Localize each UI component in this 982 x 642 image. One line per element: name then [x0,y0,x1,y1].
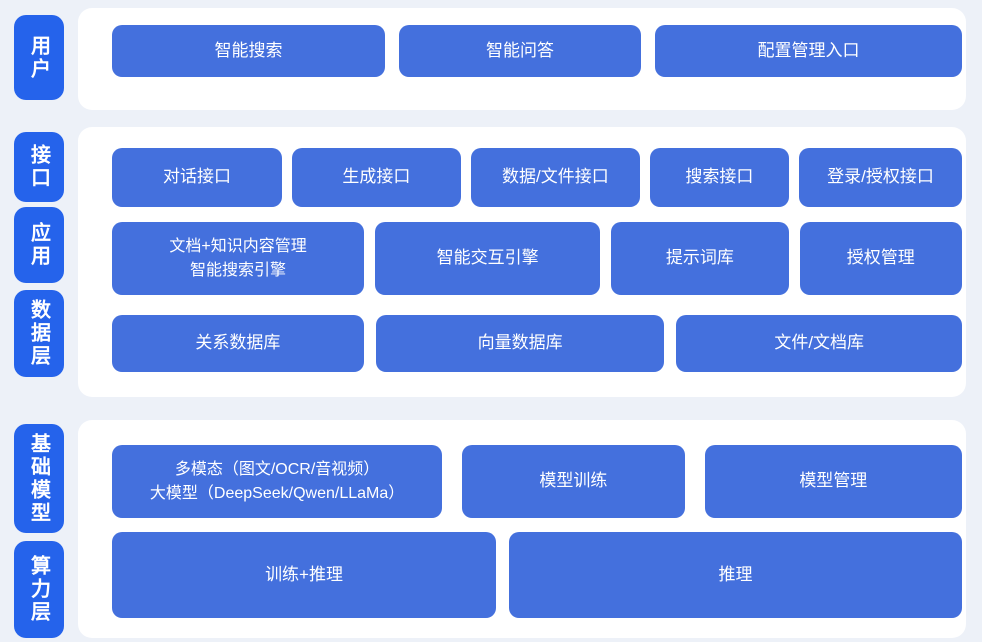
panel-bottom-layers: 多模态（图文/OCR/音视频） 大模型（DeepSeek/Qwen/LLaMa）… [78,420,966,638]
block-model-management: 模型管理 [704,445,962,518]
block-multimodal-llm: 多模态（图文/OCR/音视频） 大模型（DeepSeek/Qwen/LLaMa） [112,445,443,518]
block-generation-api: 生成接口 [291,148,461,207]
block-intelligent-qa: 智能问答 [399,25,642,77]
application-layer-row: 文档+知识内容管理 智能搜索引擎 智能交互引擎 提示词库 授权管理 [112,222,962,295]
user-layer-row: 智能搜索 智能问答 配置管理入口 [112,25,962,77]
panel-user-layer: 智能搜索 智能问答 配置管理入口 [78,8,966,110]
block-inference: 推理 [509,532,962,618]
layer-label-user: 用户 [14,15,64,100]
block-model-training: 模型训练 [462,445,685,518]
block-intelligent-search: 智能搜索 [112,25,385,77]
block-prompt-library: 提示词库 [611,222,789,295]
layer-label-base-model: 基础模型 [14,424,64,533]
block-interaction-engine: 智能交互引擎 [375,222,601,295]
panel-middle-layers: 对话接口 生成接口 数据/文件接口 搜索接口 登录/授权接口 文档+知识内容管理… [78,127,966,397]
block-login-auth-api: 登录/授权接口 [799,148,962,207]
block-doc-knowledge-search-engine: 文档+知识内容管理 智能搜索引擎 [112,222,365,295]
block-config-management-entry: 配置管理入口 [655,25,962,77]
block-data-file-api: 数据/文件接口 [470,148,640,207]
block-file-document-store: 文件/文档库 [676,315,962,372]
block-vector-database: 向量数据库 [375,315,665,372]
block-auth-management: 授权管理 [799,222,962,295]
layer-label-compute: 算力层 [14,541,64,638]
block-relational-database: 关系数据库 [112,315,364,372]
layer-label-data: 数据层 [14,290,64,377]
block-search-api: 搜索接口 [649,148,789,207]
data-layer-row: 关系数据库 向量数据库 文件/文档库 [112,315,962,372]
compute-layer-row: 训练+推理 推理 [112,532,962,618]
interface-layer-row: 对话接口 生成接口 数据/文件接口 搜索接口 登录/授权接口 [112,148,962,207]
base-model-layer-row: 多模态（图文/OCR/音视频） 大模型（DeepSeek/Qwen/LLaMa）… [112,445,962,518]
block-dialog-api: 对话接口 [112,148,282,207]
layer-label-application: 应用 [14,207,64,283]
block-training-inference: 训练+推理 [112,532,497,618]
layer-label-interface: 接口 [14,132,64,202]
